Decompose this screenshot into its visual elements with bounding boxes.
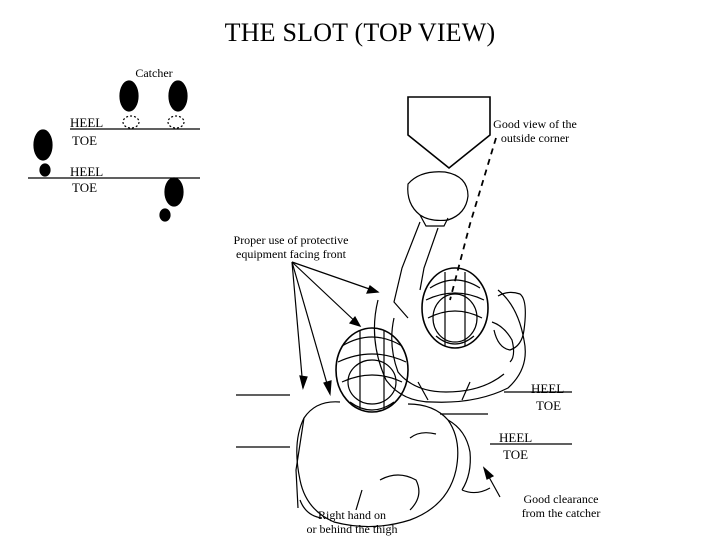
right-hand-callout: Right hand on or behind the thigh: [296, 508, 408, 536]
inset-catcher-label: Catcher: [135, 66, 173, 80]
inset-heel-label-2: HEEL: [70, 164, 104, 179]
outside-corner-line-2: outside corner: [500, 131, 570, 145]
sight-line: [449, 137, 497, 301]
catcher-mitt-icon: [407, 171, 469, 222]
catcher-heel-label: HEEL: [531, 381, 565, 396]
right-hand-line-2: or behind the thigh: [306, 522, 398, 536]
umpire-toe-label: TOE: [503, 447, 529, 462]
clearance-callout: Good clearance from the catcher: [508, 492, 614, 520]
page-title: THE SLOT (TOP VIEW): [224, 18, 496, 47]
outside-corner-line-1: Good view of the: [493, 117, 577, 131]
inset-heel-label-1: HEEL: [70, 115, 104, 130]
inset-toe-label-1: TOE: [72, 133, 98, 148]
umpire-heel-label: HEEL: [499, 430, 533, 445]
clearance-line-2: from the catcher: [521, 506, 601, 520]
umpire-figure: [295, 327, 491, 528]
catcher-helmet-icon: [421, 267, 489, 349]
right-hand-line-1: Right hand on: [318, 508, 386, 522]
outside-corner-callout: Good view of the outside corner: [480, 117, 590, 145]
protective-equipment-line-1: Proper use of protective: [233, 233, 349, 247]
catcher-right-foot-icon: [167, 80, 188, 129]
catcher-toe-label: TOE: [536, 398, 562, 413]
catcher-figure: [373, 171, 526, 403]
equipment-pointers: [291, 261, 380, 397]
hand-pointer: [355, 489, 363, 511]
protective-equipment-line-2: equipment facing front: [236, 247, 346, 261]
clearance-line-1: Good clearance: [523, 492, 599, 506]
catcher-left-foot-icon: [119, 80, 140, 129]
umpire-left-foot-icon: [33, 129, 53, 177]
protective-equipment-callout: Proper use of protective equipment facin…: [210, 233, 372, 261]
umpire-helmet-icon: [335, 327, 409, 413]
umpire-right-foot-icon: [159, 177, 184, 222]
home-plate-icon: [407, 96, 491, 170]
inset-footprints: [28, 80, 200, 222]
inset-toe-label-2: TOE: [72, 180, 98, 195]
